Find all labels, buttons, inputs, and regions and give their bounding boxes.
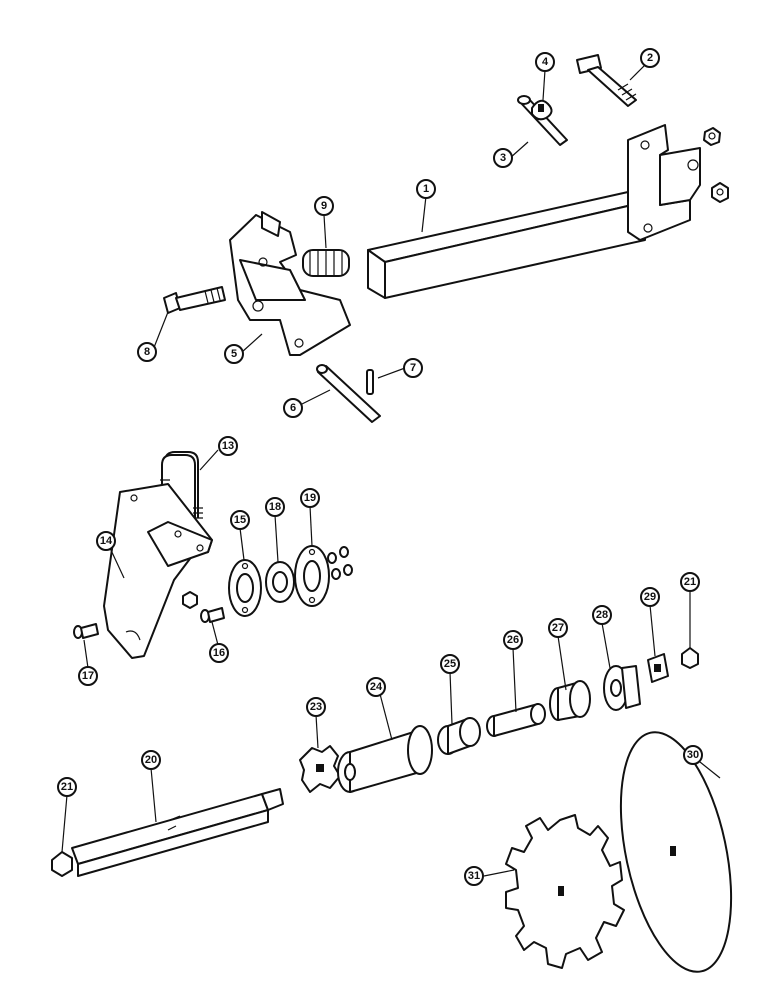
part-spool: [337, 725, 433, 793]
callout-label: 27: [552, 622, 564, 634]
part-bearing-housing: [603, 665, 641, 711]
callout-27: 27: [548, 618, 568, 638]
callout-label: 28: [596, 609, 608, 621]
callout-13: 13: [218, 436, 238, 456]
callout-8: 8: [137, 342, 157, 362]
callout-label: 29: [644, 591, 656, 603]
part-hex-bolt: [163, 286, 226, 314]
callout-16: 16: [209, 643, 229, 663]
part-flange: [294, 545, 330, 607]
callout-3: 3: [493, 148, 513, 168]
part-notched-washer: [299, 745, 341, 793]
part-nut: [51, 851, 73, 877]
part-bearing-bracket: [103, 483, 213, 659]
callout-24: 24: [366, 677, 386, 697]
part-spring: [302, 249, 350, 277]
callout-9: 9: [314, 196, 334, 216]
part-u-bolt: [160, 451, 203, 521]
callout-1: 1: [416, 179, 436, 199]
callout-label: 25: [444, 658, 456, 670]
callout-label: 17: [82, 670, 94, 682]
part-axle: [71, 788, 284, 877]
callout-label: 20: [145, 754, 157, 766]
callout-label: 1: [423, 183, 429, 195]
callout-label: 21: [61, 781, 73, 793]
callout-label: 4: [542, 56, 549, 68]
callout-18: 18: [265, 497, 285, 517]
callout-label: 6: [290, 402, 296, 414]
callout-label: 19: [304, 492, 316, 504]
callout-21-right: 21: [680, 572, 700, 592]
callout-4: 4: [535, 52, 555, 72]
part-clip: [531, 99, 553, 121]
leader-lines: [61, 59, 721, 877]
part-carriage-bolt: [73, 623, 99, 639]
callout-5: 5: [224, 344, 244, 364]
part-notched-disc: [505, 814, 625, 969]
part-nut: [681, 647, 699, 669]
part-nut: [182, 591, 198, 609]
part-end-bracket: [627, 124, 701, 241]
callout-label: 26: [507, 634, 519, 646]
callout-7: 7: [403, 358, 423, 378]
callout-label: 18: [269, 501, 281, 513]
part-bearing: [265, 561, 295, 603]
callout-label: 24: [370, 681, 383, 693]
callout-label: 16: [213, 647, 225, 659]
callout-20: 20: [141, 750, 161, 770]
callout-23: 23: [306, 697, 326, 717]
callout-label: 14: [100, 535, 113, 547]
callout-19: 19: [300, 488, 320, 508]
callout-15: 15: [230, 510, 250, 530]
part-roll-pin: [366, 369, 374, 395]
callout-label: 7: [410, 362, 416, 374]
callout-label: 9: [321, 200, 327, 212]
callout-26: 26: [503, 630, 523, 650]
callout-label: 8: [144, 346, 150, 358]
part-flanged-bushing: [549, 680, 591, 721]
callout-28: 28: [592, 605, 612, 625]
part-carriage-bolt: [200, 607, 225, 623]
callout-29: 29: [640, 587, 660, 607]
part-carriage-bolt: [576, 54, 637, 107]
part-flange: [228, 559, 262, 617]
callout-label: 31: [468, 870, 480, 882]
callout-label: 2: [647, 52, 653, 64]
part-spacer-tube: [486, 703, 546, 737]
callout-25: 25: [440, 654, 460, 674]
callout-31: 31: [464, 866, 484, 886]
part-nut: [711, 182, 729, 203]
callout-label: 13: [222, 440, 234, 452]
callout-label: 30: [687, 749, 699, 761]
callout-17: 17: [78, 666, 98, 686]
callout-label: 3: [500, 152, 506, 164]
callout-6: 6: [283, 398, 303, 418]
part-nut: [703, 127, 721, 146]
part-bushing: [437, 717, 481, 755]
callout-label: 23: [310, 701, 322, 713]
part-long-pin: [316, 364, 381, 423]
callout-30: 30: [683, 745, 703, 765]
callout-2: 2: [640, 48, 660, 68]
part-square-washer: [647, 653, 669, 683]
callout-label: 15: [234, 514, 246, 526]
callout-label: 21: [684, 576, 696, 588]
part-arm-tube: [367, 191, 646, 299]
part-plain-disc: [619, 731, 733, 973]
callout-14: 14: [96, 531, 116, 551]
callout-label: 5: [231, 348, 237, 360]
part-mounting-clamp: [229, 211, 351, 356]
callout-21-left: 21: [57, 777, 77, 797]
part-washer-nut-set: [327, 546, 353, 580]
